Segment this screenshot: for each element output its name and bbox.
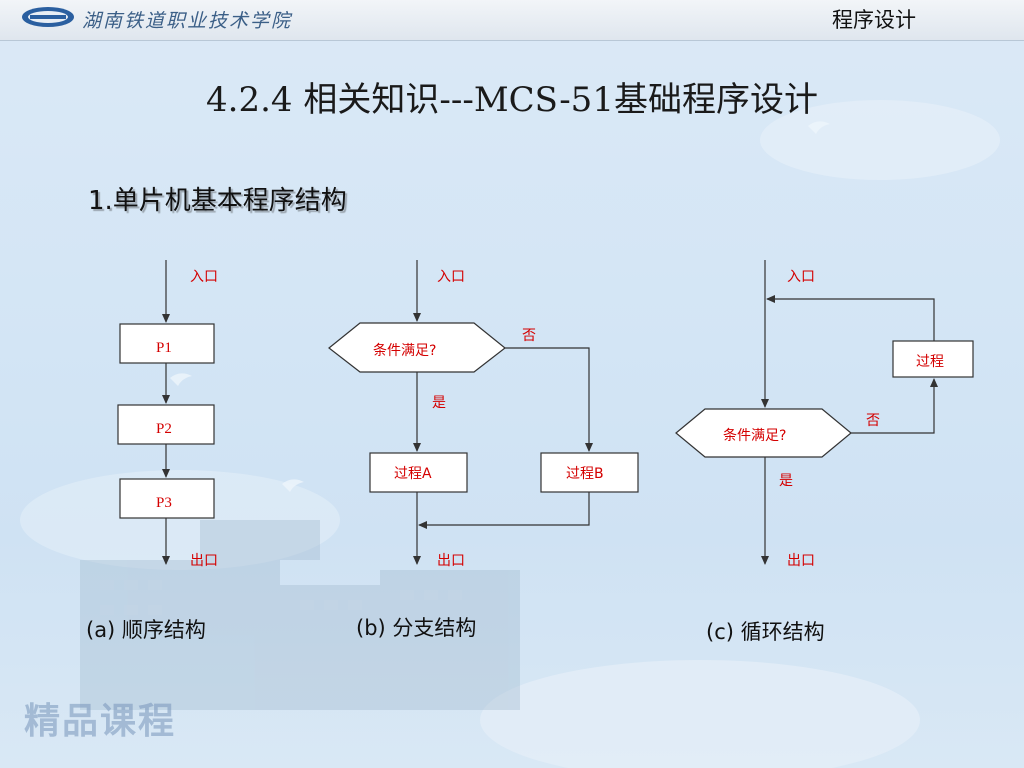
diagram-b-exit-label: 出口 — [437, 553, 465, 569]
diagram-c-process-box — [892, 340, 974, 378]
diagram-b-process-a-box — [369, 452, 468, 493]
diagram-c-no-path — [851, 378, 938, 434]
diagram-a-entry-label: 入口 — [190, 269, 218, 285]
diagram-c-caption: (c) 循环结构 — [706, 620, 825, 644]
diagram-b-process-b-label: 过程B — [566, 466, 604, 482]
diagram-a-caption: (a) 顺序结构 — [86, 618, 206, 642]
diagram-a-box2-label: P2 — [156, 421, 172, 437]
diagram-b-caption: (b) 分支结构 — [356, 616, 477, 640]
diagram-a-sequence — [117, 260, 215, 565]
school-logo — [22, 7, 74, 27]
school-name: 湖南铁道职业技术学院 — [82, 10, 293, 32]
section-heading: 1.单片机基本程序结构 — [88, 186, 347, 216]
diagram-c-no-label: 否 — [866, 413, 880, 429]
watermark-label: 精品课程 — [24, 701, 177, 742]
diagram-c-exit-label: 出口 — [787, 553, 815, 569]
diagram-a-exit-label: 出口 — [190, 553, 218, 569]
diagram-c-process-label: 过程 — [916, 354, 944, 370]
diagram-b-process-a-label: 过程A — [394, 466, 432, 482]
diagram-a-box3 — [119, 478, 215, 519]
diagram-a-box1-label: P1 — [156, 340, 172, 356]
diagram-c-entry-label: 入口 — [787, 269, 815, 285]
slide-title: 4.2.4 相关知识---MCS-51基础程序设计 — [206, 80, 818, 120]
diagram-a-box1 — [119, 323, 215, 364]
diagram-b-branch — [328, 260, 639, 565]
diagram-b-condition-label: 条件满足? — [373, 342, 436, 359]
diagram-b-no-path — [505, 347, 593, 452]
diagram-c-loop — [675, 260, 974, 565]
diagram-c-loop-back — [766, 295, 935, 341]
diagram-c-yes-label: 是 — [779, 473, 793, 489]
header-bar: 湖南铁道职业技术学院 程序设计 — [0, 0, 1024, 41]
diagram-a-box3-label: P3 — [156, 495, 172, 511]
course-title: 程序设计 — [832, 8, 916, 32]
diagram-b-b-merge — [418, 492, 590, 529]
diagram-c-condition-label: 条件满足? — [723, 427, 786, 444]
diagram-b-entry-label: 入口 — [437, 269, 465, 285]
diagram-a-box2 — [117, 404, 215, 445]
diagram-b-no-label: 否 — [522, 328, 536, 344]
diagram-b-yes-label: 是 — [432, 395, 446, 411]
diagram-b-process-b-box — [540, 452, 639, 493]
